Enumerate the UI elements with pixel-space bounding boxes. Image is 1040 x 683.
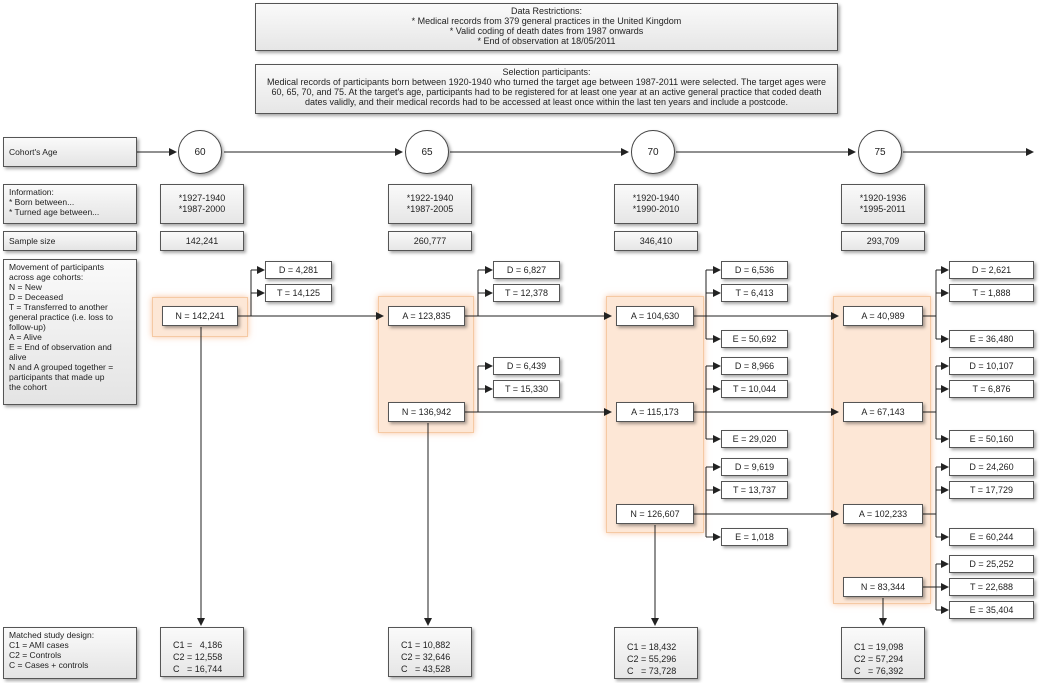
outcome-transferred: T = 6,413 <box>721 284 788 302</box>
node-n-75: N = 83,344 <box>843 577 923 597</box>
sample-size-60: 142,241 <box>160 231 244 251</box>
cohort-age-label: Cohort's Age <box>9 147 58 157</box>
node-n-70: N = 126,607 <box>616 504 694 524</box>
node-a-65: A = 123,835 <box>388 306 465 326</box>
node-a-75-1: A = 40,989 <box>843 306 923 326</box>
outcome-transferred: T = 15,330 <box>493 380 560 398</box>
matched-box-60: C1 = 4,186 C2 = 12,558 C = 16,744 <box>160 627 244 677</box>
sample-size-label-box: Sample size <box>3 231 137 251</box>
outcome-deceased: D = 6,439 <box>493 357 560 375</box>
info-box-70: *1920-1940 *1990-2010 <box>614 184 698 224</box>
selection-text: Medical records of participants born bet… <box>266 77 827 107</box>
outcome-transferred: T = 1,888 <box>949 284 1034 302</box>
node-a-75-2: A = 67,143 <box>843 402 923 422</box>
node-a-70-2: A = 115,173 <box>616 402 694 422</box>
info-text-65: *1922-1940 *1987-2005 <box>406 193 454 214</box>
outcome-deceased: D = 10,107 <box>949 357 1034 375</box>
outcome-transferred: T = 12,378 <box>493 284 560 302</box>
outcome-end-observation: E = 50,692 <box>721 330 788 348</box>
outcome-end-observation: E = 36,480 <box>949 330 1034 348</box>
info-text-75: *1920-1936 *1995-2011 <box>859 193 907 214</box>
age-circle-70: 70 <box>631 130 675 174</box>
outcome-deceased: D = 4,281 <box>265 261 332 279</box>
data-restrictions-line: * End of observation at 18/05/2011 <box>477 36 616 46</box>
sample-size-70: 346,410 <box>614 231 698 251</box>
information-label: Information: * Born between... * Turned … <box>9 187 100 217</box>
node-n-60: N = 142,241 <box>162 306 238 326</box>
node-n-65: N = 136,942 <box>388 402 465 422</box>
age-circle-65: 65 <box>405 130 449 174</box>
matched-box-70: C1 = 18,432 C2 = 55,296 C = 73,728 <box>614 627 698 679</box>
matched-box-65: C1 = 10,882 C2 = 32,646 C = 43,528 <box>388 627 472 677</box>
sample-size-65: 260,777 <box>388 231 472 251</box>
outcome-end-observation: E = 60,244 <box>949 528 1034 546</box>
outcome-transferred: T = 22,688 <box>949 578 1034 596</box>
movement-legend: Movement of participants across age coho… <box>9 262 114 392</box>
age-circle-75: 75 <box>858 130 902 174</box>
outcome-deceased: D = 6,536 <box>721 261 788 279</box>
info-box-75: *1920-1936 *1995-2011 <box>841 184 925 224</box>
node-a-75-3: A = 102,233 <box>843 504 923 524</box>
outcome-deceased: D = 6,827 <box>493 261 560 279</box>
age-circle-60: 60 <box>178 130 222 174</box>
outcome-deceased: D = 25,252 <box>949 555 1034 573</box>
data-restrictions-line: * Valid coding of death dates from 1987 … <box>449 26 644 36</box>
outcome-transferred: T = 14,125 <box>265 284 332 302</box>
outcome-end-observation: E = 35,404 <box>949 601 1034 619</box>
outcome-deceased: D = 9,619 <box>721 458 788 476</box>
sample-size-75: 293,709 <box>841 231 925 251</box>
selection-participants-box: Selection participants: Medical records … <box>255 64 838 114</box>
selection-title: Selection participants: <box>502 67 591 77</box>
info-box-65: *1922-1940 *1987-2005 <box>388 184 472 224</box>
info-text-60: *1927-1940 *1987-2000 <box>178 193 226 214</box>
info-text-70: *1920-1940 *1990-2010 <box>632 193 680 214</box>
outcome-end-observation: E = 50,160 <box>949 430 1034 448</box>
outcome-transferred: T = 10,044 <box>721 380 788 398</box>
outcome-transferred: T = 6,876 <box>949 380 1034 398</box>
cohort-column-75 <box>833 296 931 604</box>
outcome-deceased: D = 2,621 <box>949 261 1034 279</box>
node-a-70-1: A = 104,630 <box>616 306 694 326</box>
information-label-box: Information: * Born between... * Turned … <box>3 184 137 224</box>
outcome-deceased: D = 8,966 <box>721 357 788 375</box>
outcome-transferred: T = 13,737 <box>721 481 788 499</box>
data-restrictions-title: Data Restrictions: <box>510 6 583 16</box>
data-restrictions-box: Data Restrictions: * Medical records fro… <box>255 3 838 51</box>
cohort-age-label-box: Cohort's Age <box>3 137 137 167</box>
info-box-60: *1927-1940 *1987-2000 <box>160 184 244 224</box>
matched-design-label-box: Matched study design: C1 = AMI cases C2 … <box>3 627 137 679</box>
outcome-end-observation: E = 29,020 <box>721 430 788 448</box>
outcome-deceased: D = 24,260 <box>949 458 1034 476</box>
matched-design-label: Matched study design: C1 = AMI cases C2 … <box>9 630 95 670</box>
sample-size-label: Sample size <box>9 236 56 246</box>
data-restrictions-line: * Medical records from 379 general pract… <box>411 16 682 26</box>
movement-legend-box: Movement of participants across age coho… <box>3 259 137 405</box>
outcome-end-observation: E = 1,018 <box>721 528 788 546</box>
outcome-transferred: T = 17,729 <box>949 481 1034 499</box>
matched-box-75: C1 = 19,098 C2 = 57,294 C = 76,392 <box>841 627 925 679</box>
